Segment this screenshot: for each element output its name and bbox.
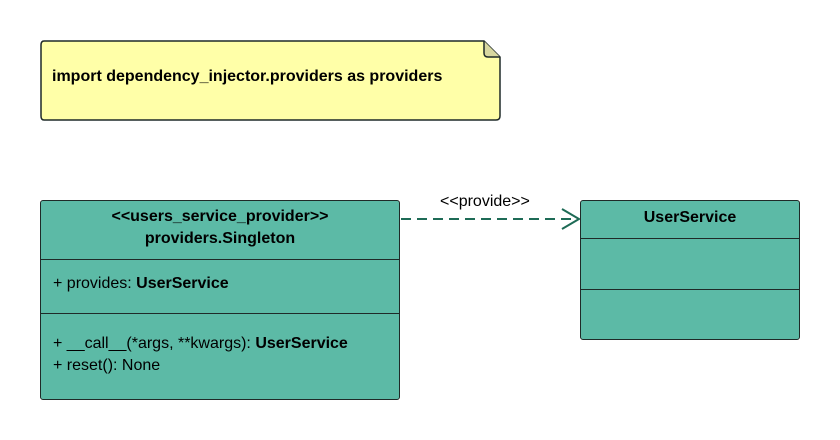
provider-stereotype: <<users_service_provider>> (111, 208, 329, 225)
attributes-compartment: + provides: UserService (41, 259, 399, 314)
note-shape (40, 40, 501, 121)
userservice-attributes-compartment (581, 238, 799, 290)
attribute-type: UserService (136, 275, 229, 292)
operation-reset-text: + reset(): None (53, 357, 161, 374)
operation-call-type: UserService (255, 335, 348, 352)
operation-reset: + reset(): None (53, 355, 160, 376)
arrowhead-icon (561, 208, 581, 230)
userservice-class-box[interactable]: UserService (580, 200, 800, 340)
operations-compartment: + __call__(*args, **kwargs): UserService… (41, 313, 399, 399)
userservice-operations-compartment (581, 289, 799, 339)
provider-class-box[interactable]: <<users_service_provider>> providers.Sin… (40, 200, 400, 400)
operation-call-prefix: + __call__(*args, **kwargs): (53, 335, 256, 352)
dependency-label: <<provide>> (440, 193, 530, 210)
userservice-class-name: UserService (643, 209, 737, 226)
attribute-provides: + provides: UserService (53, 273, 229, 294)
import-note[interactable]: import dependency_injector.providers as … (40, 40, 501, 121)
operation-call: + __call__(*args, **kwargs): UserService (53, 333, 348, 354)
note-text: import dependency_injector.providers as … (52, 68, 443, 85)
provider-class-name: providers.Singleton (144, 230, 296, 247)
attribute-prefix: + provides: (53, 275, 137, 292)
